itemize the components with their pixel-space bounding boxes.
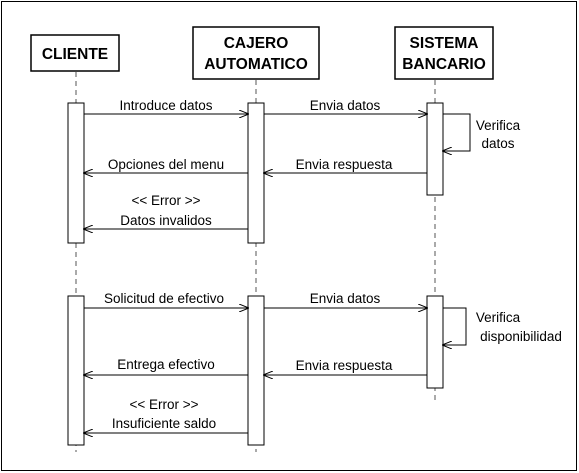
message-label: Envia datos	[310, 291, 381, 306]
participant-cajero-label-line1: CAJERO	[224, 35, 289, 52]
message-label: Introduce datos	[119, 98, 212, 113]
activation-cliente-2	[67, 295, 85, 446]
message-verifica-disponibilidad: Verifica disponibilidad	[443, 307, 562, 345]
participant-cliente: CLIENTE	[30, 34, 120, 72]
participant-sistema-label-line2: BANCARIO	[402, 56, 486, 73]
message-label: Opciones del menu	[108, 157, 224, 172]
message-label-line1: << Error >>	[129, 397, 198, 412]
message-envia-respuesta-2: Envia respuesta	[264, 358, 427, 375]
participant-cliente-label: CLIENTE	[42, 46, 108, 63]
participant-sistema-bancario: SISTEMA BANCARIO	[394, 26, 494, 80]
self-call-arrow	[443, 113, 471, 151]
message-label-line1: Verifica	[476, 118, 521, 133]
activation-sistema-2	[426, 295, 444, 389]
message-label-line1: << Error >>	[131, 193, 200, 208]
message-envia-respuesta-1: Envia respuesta	[264, 157, 427, 173]
message-envia-datos-1: Envia datos	[264, 98, 427, 114]
message-label-line2: datos	[481, 136, 514, 151]
message-envia-datos-2: Envia datos	[264, 291, 427, 308]
message-error-insuficiente-saldo: << Error >> Insuficiente saldo	[84, 397, 248, 433]
message-label: Envia respuesta	[296, 358, 393, 373]
participant-cajero-label-line2: AUTOMATICO	[204, 56, 308, 73]
message-label: Envia datos	[310, 98, 381, 113]
message-label-line2: Datos invalidos	[120, 213, 212, 228]
participant-sistema-label-line1: SISTEMA	[410, 35, 479, 52]
message-solicitud-efectivo: Solicitud de efectivo	[84, 291, 248, 308]
message-label-line2: Insuficiente saldo	[112, 416, 216, 431]
participant-cajero-automatico: CAJERO AUTOMATICO	[192, 26, 320, 80]
message-label: Solicitud de efectivo	[104, 291, 224, 306]
message-label: Envia respuesta	[296, 157, 393, 172]
message-label-line1: Verifica	[476, 310, 521, 325]
activation-cliente-1	[67, 102, 85, 244]
message-verifica-datos: Verifica datos	[443, 113, 521, 151]
activation-cajero-2	[247, 295, 265, 446]
message-introduce-datos: Introduce datos	[84, 98, 248, 114]
activation-cajero-1	[247, 102, 265, 244]
self-call-arrow	[443, 307, 467, 345]
message-opciones-menu: Opciones del menu	[84, 157, 248, 173]
message-error-datos-invalidos: << Error >> Datos invalidos	[84, 193, 248, 229]
activation-sistema-1	[426, 102, 444, 196]
message-label: Entrega efectivo	[117, 357, 215, 372]
message-label-line2: disponibilidad	[480, 329, 562, 344]
message-entrega-efectivo: Entrega efectivo	[84, 357, 248, 375]
